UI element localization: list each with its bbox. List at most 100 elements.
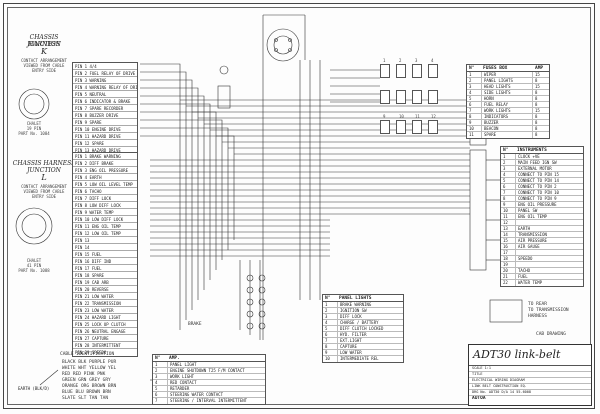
pin-row: PIN 27 CAPTURE xyxy=(73,335,137,342)
cell-desc: INTERMEDIATE REL xyxy=(340,356,379,361)
cell-desc: CAPTURE xyxy=(340,344,357,349)
cell-desc: CLOCK +VE xyxy=(518,154,540,159)
cell-no: 2 xyxy=(153,368,168,373)
fuse-10 xyxy=(396,120,406,134)
pin-row: PIN 17 FUEL xyxy=(73,265,137,272)
cell-desc xyxy=(516,220,583,225)
cell-no: 22 xyxy=(501,280,516,286)
junction-l-connector-label: CHALET xyxy=(26,258,42,263)
cell-desc: BRAKE WARNING xyxy=(340,302,372,307)
title-block-desc: ELECTRICAL WIRING DIAGRAM xyxy=(469,378,591,384)
cell-no: 4 xyxy=(467,90,482,95)
junction-l-part-no: PART No. 1088 xyxy=(18,268,50,273)
cell-desc: AIR GAUGE xyxy=(518,244,540,249)
pin-row: PIN 4 EARTH xyxy=(73,174,137,181)
cell-no: 17 xyxy=(501,250,516,255)
title-block: ADT30 link-belt SCALE 1:1 TITLE ELECTRIC… xyxy=(468,344,592,406)
cell-desc: PANEL SW xyxy=(518,208,538,213)
cell-desc: WIPER xyxy=(484,72,497,77)
cell-desc: BEACON xyxy=(484,126,499,131)
cell-amp: 8 xyxy=(532,114,549,119)
pin-row: PIN 18 SPARE xyxy=(73,272,137,279)
pin-row: PIN 7 SPARE RECORDER xyxy=(73,105,137,112)
cell-no: 4 xyxy=(501,172,516,177)
pin-row: PIN 15 FUEL xyxy=(73,251,137,258)
cable-id-row: SLATE SLT TAN TAN xyxy=(62,396,109,401)
table-row: 17 xyxy=(501,250,583,256)
cell-no: 15 xyxy=(501,238,516,243)
cell-desc: IGNITION SW xyxy=(340,308,367,313)
cell-no: 3 xyxy=(501,166,516,171)
cable-identification-title: CABLE IDENTIFICATION xyxy=(60,352,115,357)
junction-k-title-2: JUNCTION xyxy=(27,41,61,48)
pin-row: PIN 16 DIFF IND xyxy=(73,258,137,265)
pin-row: PIN 14 xyxy=(73,244,137,251)
cab-drawing-label: CAB DRAWING xyxy=(536,332,566,337)
fuse-5 xyxy=(380,90,390,104)
fuse-8 xyxy=(428,90,438,104)
amp-header-title: AMP. xyxy=(169,356,180,361)
cell-amp: 8 xyxy=(532,132,549,138)
fuse-number: 3 xyxy=(415,58,418,63)
junction-l-title-2: JUNCTION xyxy=(27,167,61,174)
pin-row: PIN 28 INTERMITTENT xyxy=(73,342,137,349)
cell-no: 10 xyxy=(501,208,516,213)
cable-id-row: ORANGE ORG BROWN BRN xyxy=(62,384,117,389)
pin-row: PIN 10 LOW DIFF LOCK xyxy=(73,216,137,223)
cell-desc: INDICATORS xyxy=(484,114,509,119)
cell-desc: MAIN FEED IGN SW xyxy=(518,160,557,165)
to-transmission-label: TO TRANSMISSION xyxy=(528,308,569,313)
cell-no: 8 xyxy=(323,344,338,349)
panel-lights-header: N° PANEL LIGHTS xyxy=(323,295,403,302)
cell-no: 7 xyxy=(467,108,482,113)
instruments-header-title: INSTRUMENTS xyxy=(517,148,547,153)
cable-id-row: BLUE BLU BROWN BRN xyxy=(62,390,111,395)
fuse-11 xyxy=(412,120,422,134)
junction-k-letter: K xyxy=(41,47,47,56)
cell-desc: FUEL xyxy=(518,274,528,279)
instruments-header: N° INSTRUMENTS xyxy=(501,147,583,154)
junction-l-caption-1: CONTACT ARRANGEMENT xyxy=(21,184,67,189)
cell-desc: CONNECT TO PIN 2 xyxy=(518,184,557,189)
pin-row: PIN 7 DIFF LOCK xyxy=(73,195,137,202)
fuses-box-header-title: FUSES BOX xyxy=(483,66,508,71)
fuse-3 xyxy=(412,64,422,78)
fuses-box-header: N° FUSES BOX AMP xyxy=(467,65,549,72)
cell-no: 13 xyxy=(501,226,516,231)
cell-no: 5 xyxy=(501,178,516,183)
junction-k-part-no: PART No. 1084 xyxy=(18,131,50,136)
cell-desc: FUEL RELAY xyxy=(484,102,509,107)
cell-no: 8 xyxy=(467,114,482,119)
junction-k-pin-count: 19 PIN xyxy=(26,126,42,131)
instruments-header-no: N° xyxy=(503,148,509,153)
fuse-4 xyxy=(428,64,438,78)
pin-row: PIN 9 SPARE xyxy=(73,119,137,126)
cell-desc: SPEEDO xyxy=(518,256,533,261)
pin-row: PIN 8 BUZZER DRIVE xyxy=(73,112,137,119)
pin-row: PIN 12 SPARE xyxy=(73,140,137,147)
junction-l-title-1: CHASSIS HARNESS xyxy=(12,160,76,167)
title-block-drg-no: DRG No. ADT30 D/A 14 55-6008 xyxy=(469,390,591,396)
amp-header-no: N° xyxy=(155,356,161,361)
cell-amp: 15 xyxy=(532,72,549,77)
cell-no: 18 xyxy=(501,256,516,261)
title-block-desc-2: LINK BELT CONSTRUCTION EQ. xyxy=(469,384,591,390)
